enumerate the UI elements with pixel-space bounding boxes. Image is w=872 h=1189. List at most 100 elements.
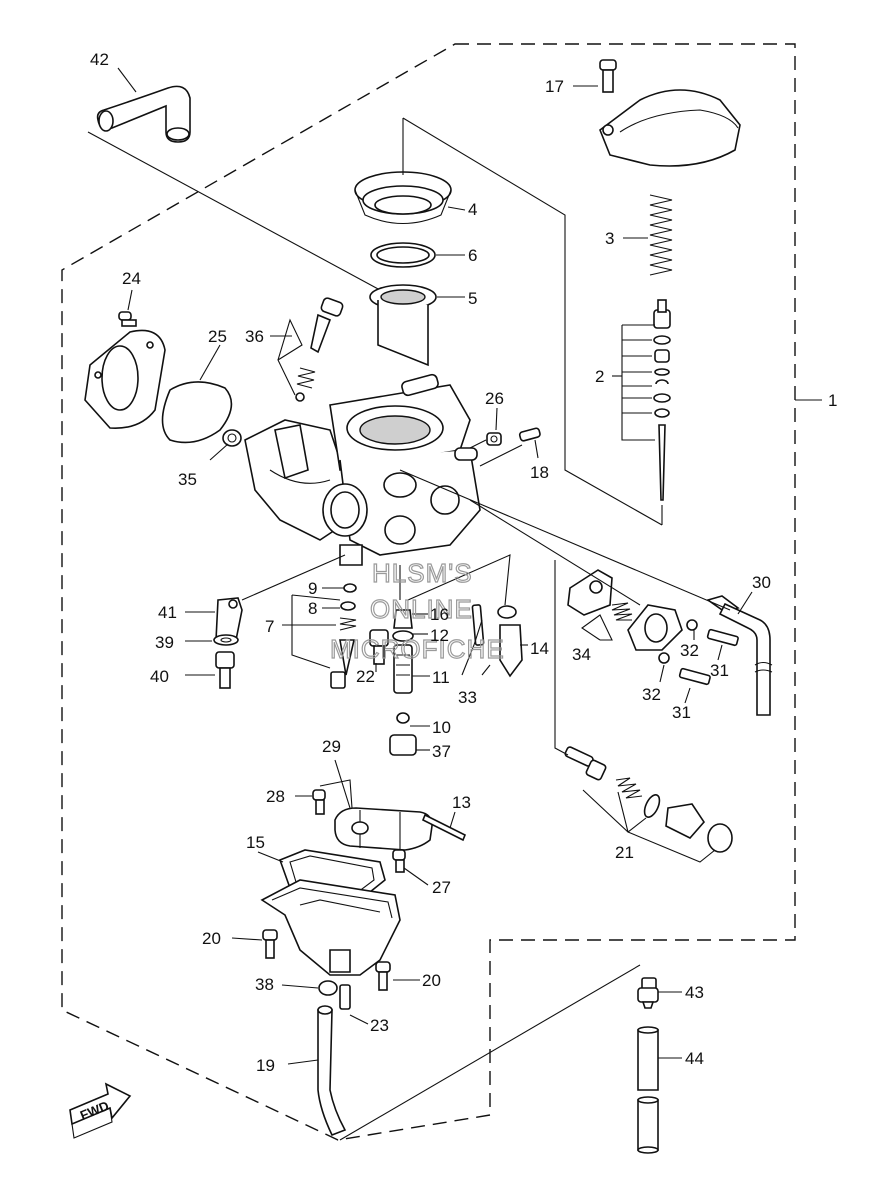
leader-42-line (87, 131, 381, 291)
callout-22: 22 (356, 667, 375, 686)
callout-41: 41 (158, 603, 177, 622)
callout-42: 42 (90, 50, 109, 69)
callout-2: 2 (595, 367, 604, 386)
forward-arrow-icon: FWD (69, 1082, 132, 1139)
leader-21-line (554, 560, 569, 756)
needle-set-part (653, 299, 671, 501)
leader-30-line (399, 469, 731, 611)
float-bowl-part (260, 879, 401, 1010)
callout-43: 43 (685, 983, 704, 1002)
carburetor-body-part (244, 373, 481, 566)
callout-5: 5 (468, 289, 477, 308)
watermark: HLSM'S ONLINE MICROFICHE (329, 557, 504, 664)
leader-19 (287, 1059, 319, 1065)
callout-7: 7 (265, 617, 274, 636)
leader-33 (461, 619, 491, 676)
screw-18-part (518, 427, 541, 442)
callout-33: 33 (458, 688, 477, 707)
watermark-line-1: HLSM'S (372, 558, 473, 588)
leader-32b (659, 664, 665, 683)
leader-35 (209, 443, 229, 461)
callout-11: 11 (432, 668, 450, 687)
callout-20b: 20 (422, 971, 441, 990)
drain-hose-19-part (317, 1005, 347, 1137)
callout-23: 23 (370, 1016, 389, 1035)
callout-1: 1 (828, 391, 837, 410)
leader-2-bracket (621, 324, 655, 441)
assembly-boundary (61, 43, 796, 1141)
leader-30 (737, 591, 753, 615)
bracket-41-part (213, 597, 243, 689)
callout-12: 12 (430, 626, 449, 645)
leader-36 (270, 318, 303, 396)
leader-24 (127, 289, 133, 311)
callout-38: 38 (255, 975, 274, 994)
callout-15: 15 (246, 833, 265, 852)
callout-30: 30 (752, 573, 771, 592)
callout-35: 35 (178, 470, 197, 489)
callout-14: 14 (530, 639, 549, 658)
leader-26 (495, 407, 498, 431)
callout-17: 17 (545, 77, 564, 96)
callout-19: 19 (256, 1056, 275, 1075)
callout-32a: 32 (680, 641, 699, 660)
leader-19-line (339, 964, 641, 1141)
leader-38 (281, 984, 319, 989)
callout-20a: 20 (202, 929, 221, 948)
leader-20a (231, 937, 263, 941)
intake-plate-part (84, 329, 233, 444)
callout-31a: 31 (710, 661, 729, 680)
callout-13: 13 (452, 793, 471, 812)
tube-44-part (637, 1026, 659, 1154)
callout-31b: 31 (672, 703, 691, 722)
callout-28: 28 (266, 787, 285, 806)
spring-part (649, 194, 673, 276)
callout-44: 44 (685, 1049, 704, 1068)
watermark-line-2: ONLINE (370, 594, 473, 624)
ring-part (370, 242, 436, 268)
vent-hose-part (96, 85, 191, 143)
leader-13 (449, 811, 456, 829)
fwd-label: FWD (78, 1098, 111, 1123)
leader-29 (319, 759, 353, 809)
throttle-plate-part (567, 569, 739, 686)
leader-16-line (399, 554, 511, 606)
callout-39: 39 (155, 633, 174, 652)
fitting-43-part (637, 977, 659, 1009)
jet-7-8-9-part (330, 583, 357, 689)
plug-35-part (222, 429, 242, 447)
callout-8: 8 (308, 599, 317, 618)
callout-21: 21 (615, 843, 634, 862)
leader-4 (447, 206, 466, 211)
leader-27 (403, 867, 429, 886)
callout-37: 37 (432, 742, 451, 761)
callout-10: 10 (432, 718, 451, 737)
callout-3: 3 (605, 229, 614, 248)
leader-7 (282, 594, 341, 669)
callout-9: 9 (308, 579, 317, 598)
leader-42 (117, 67, 137, 93)
leader-18-line (469, 439, 523, 467)
screw-24-part (118, 311, 137, 327)
callout-26: 26 (485, 389, 504, 408)
callout-6: 6 (468, 246, 477, 265)
leader-34 (581, 614, 613, 641)
top-cover-part (599, 59, 741, 167)
main-jet-part (369, 609, 417, 756)
callout-4: 4 (468, 200, 477, 219)
callout-40: 40 (150, 667, 169, 686)
leader-25 (199, 344, 221, 381)
pilot-screw-part (295, 297, 344, 402)
leader-15 (257, 851, 284, 863)
leader-23 (349, 1014, 369, 1025)
leader-31b (684, 687, 691, 704)
callout-27: 27 (432, 878, 451, 897)
callout-labels: 42 17 4 3 6 5 24 25 36 2 1 26 18 35 30 9… (90, 50, 837, 1075)
callout-25: 25 (208, 327, 227, 346)
piston-valve-part (369, 284, 437, 367)
callout-34: 34 (572, 645, 591, 664)
leader-41-line (241, 554, 346, 601)
adjust-screw-21-part (564, 746, 733, 853)
